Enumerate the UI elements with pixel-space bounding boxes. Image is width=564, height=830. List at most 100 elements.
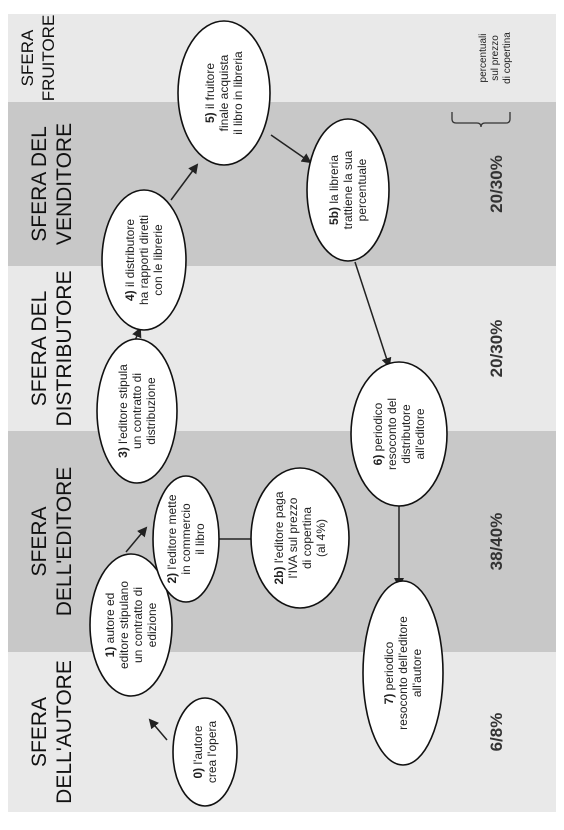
step-text-line: distributore (399, 404, 413, 464)
step-text-line: 0) l'autore (191, 725, 205, 778)
percent-header: percentualisul prezzodi copertina (478, 32, 513, 84)
step-text-line: un contratto di (130, 373, 144, 449)
step-text-line: editore stipulano (117, 581, 131, 669)
step-ellipse (101, 189, 187, 331)
step-number: 5b) (327, 207, 341, 225)
step-node-s3: 3) l'editore stipulaun contratto didistr… (96, 338, 178, 484)
sphere-label-line: SFERA (18, 29, 37, 86)
sphere-label-line: SFERA (28, 506, 51, 576)
step-number: 3) (116, 447, 130, 458)
step-text: 6) periodicoresoconto deldistributoreall… (371, 398, 427, 470)
arrow-0-to-1 (148, 718, 168, 741)
step-text-line: in commercio (179, 503, 193, 575)
step-text-line: all'editore (413, 408, 427, 459)
sphere-label-line: SFERA DEL (28, 126, 51, 242)
sphere-label-editore: SFERADELL'EDITORE (28, 467, 76, 617)
step-number: 2b) (272, 567, 286, 585)
step-text-line: trattiene la sua (341, 150, 355, 229)
percent-header-line: percentuali (478, 34, 489, 83)
step-ellipse (96, 338, 178, 484)
sphere-label-line: SFERA DEL (28, 291, 51, 407)
percent-venditore: 20/30% (487, 155, 506, 213)
step-text-line: distribuzione (144, 377, 158, 445)
sphere-label-line: DISTRIBUTORE (53, 271, 76, 427)
sphere-label-autore: SFERADELL'AUTORE (28, 660, 76, 804)
step-text-line: 5) il fruitore (203, 63, 217, 123)
step-number: 2) (165, 573, 179, 584)
step-text: 5) il fruitorefinale acquistail libro in… (203, 51, 245, 135)
step-text-line: il libro in libreria (231, 51, 245, 135)
sphere-label-distributore: SFERA DELDISTRIBUTORE (28, 271, 76, 427)
step-text: 3) l'editore stipulaun contratto didistr… (116, 364, 158, 458)
sphere-band-autore (8, 652, 556, 812)
step-text-line: all'autore (410, 649, 424, 698)
arrow-5-to-5b (270, 134, 312, 164)
step-text-line: ha rapporti diretti (137, 215, 151, 305)
arrow-1-to-2 (125, 526, 148, 553)
step-text-line: 1) autore ed (103, 593, 117, 658)
step-text: 2b) l'editore pagal'IVA sul prezzodi cop… (272, 491, 328, 584)
step-node-s0: 0) l'autorecrea l'opera (172, 697, 238, 807)
step-text-line: 6) periodico (371, 402, 385, 465)
step-text-line: 2) l'editore mette (165, 494, 179, 583)
percent-column: 20/30% 20/30% 38/40% 6/8% percentualisul pre… (451, 32, 513, 752)
step-text-line: di copertina (300, 507, 314, 569)
step-text-line: 7) periodico (382, 641, 396, 704)
step-text-line: 2b) l'editore paga (272, 491, 286, 584)
step-number: 7) (382, 694, 396, 705)
percent-editore: 38/40% (487, 513, 506, 571)
step-text-line: un contratto di (131, 587, 145, 663)
step-number: 5) (203, 112, 217, 123)
step-number: 1) (103, 647, 117, 658)
sphere-label-venditore: SFERA DELVENDITORE (28, 123, 76, 245)
step-node-s4: 4) il distributoreha rapporti diretticon… (101, 189, 187, 331)
step-text-line: il libro (193, 523, 207, 555)
step-text-line: resoconto del (385, 398, 399, 470)
step-ellipse (172, 697, 238, 807)
arrow-5b-to-6 (354, 261, 392, 368)
step-ellipse (152, 475, 220, 603)
arrow-4-to-5 (170, 163, 199, 201)
sphere-label-line: DELL'EDITORE (53, 467, 76, 617)
step-nodes: 0) l'autorecrea l'opera 1) autore ededito… (89, 20, 448, 807)
step-text: 5b) la libreriatrattiene la suapercentua… (327, 150, 369, 229)
step-ellipse (177, 20, 271, 166)
step-ellipse (306, 118, 390, 262)
step-ellipse (89, 553, 173, 697)
step-text-line: (al 4%) (314, 519, 328, 557)
step-node-s5b: 5b) la libreriatrattiene la suapercentua… (306, 118, 390, 262)
step-text-line: 4) il distributore (123, 219, 137, 301)
step-text: 0) l'autorecrea l'opera (191, 721, 219, 784)
step-node-s7: 7) periodicoresoconto dell'editoreall'au… (362, 580, 444, 766)
step-ellipse (362, 580, 444, 766)
step-node-s2: 2) l'editore mettein commercioil libro (152, 475, 220, 603)
percent-header-line: di copertina (502, 32, 513, 84)
percent-autore: 6/8% (487, 713, 506, 752)
step-text-line: 5b) la libreria (327, 155, 341, 225)
step-text-line: con le librerie (151, 224, 165, 296)
sphere-label-line: SFERA (28, 697, 51, 767)
step-text: 4) il distributoreha rapporti diretticon… (123, 215, 165, 305)
step-number: 0) (191, 768, 205, 779)
step-text-line: edizione (145, 602, 159, 647)
step-ellipse (250, 467, 350, 609)
sphere-label-line: VENDITORE (53, 123, 76, 245)
step-text: 1) autore ededitore stipulanoun contratt… (103, 581, 159, 669)
sphere-band-fruitore (8, 14, 556, 102)
step-text: 2) l'editore mettein commercioil libro (165, 494, 207, 583)
percent-header-line: sul prezzo (490, 35, 501, 81)
step-node-s5: 5) il fruitorefinale acquistail libro in… (177, 20, 271, 166)
step-node-s2b: 2b) l'editore pagal'IVA sul prezzodi cop… (250, 467, 350, 609)
step-number: 6) (371, 455, 385, 466)
sphere-label-line: FRUITORE (39, 15, 58, 102)
sphere-band-venditore (8, 102, 556, 266)
step-text: 7) periodicoresoconto dell'editoreall'au… (382, 616, 424, 730)
percent-distributore: 20/30% (487, 320, 506, 378)
step-text-line: l'IVA sul prezzo (286, 497, 300, 578)
step-text-line: percentuale (355, 158, 369, 221)
step-text-line: 3) l'editore stipula (116, 364, 130, 458)
step-node-s1: 1) autore ededitore stipulanoun contratt… (89, 553, 173, 697)
